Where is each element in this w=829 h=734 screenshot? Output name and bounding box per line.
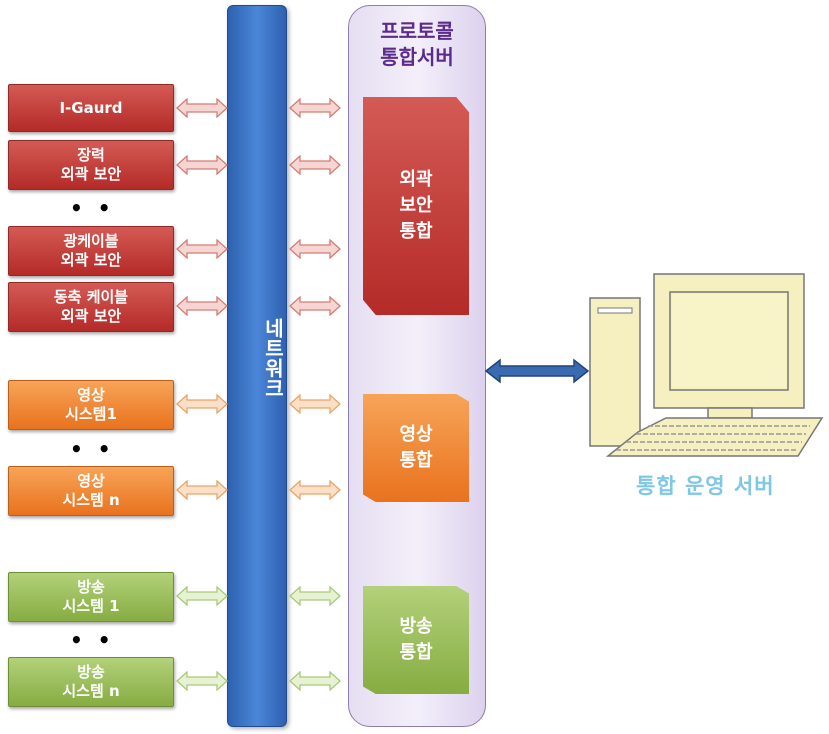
- module-label: 영상: [399, 424, 433, 445]
- device-video-system-1: 영상 시스템1: [8, 380, 174, 430]
- double-arrow-icon: [289, 98, 341, 118]
- double-arrow-icon: [289, 296, 341, 316]
- device-label: 광케이블: [63, 232, 119, 250]
- module-broadcast: 방송 통합: [363, 586, 469, 694]
- module-label: 보안: [399, 195, 433, 216]
- double-arrow-icon: [289, 671, 341, 691]
- double-arrow-icon: [176, 155, 228, 175]
- double-arrow-icon: [176, 480, 228, 500]
- device-label: 영상: [77, 472, 105, 490]
- device-label: 시스템1: [65, 405, 117, 423]
- double-arrow-icon: [176, 98, 228, 118]
- device-broadcast-system-1: 방송 시스템 1: [8, 572, 174, 622]
- module-label: 통합: [399, 642, 433, 663]
- operations-server-caption: 통합 운영 서버: [636, 474, 775, 498]
- device-label: 방송: [77, 578, 105, 596]
- double-arrow-icon: [176, 394, 228, 414]
- device-i-guard: I-Gaurd: [8, 84, 174, 132]
- module-label: 외곽: [399, 169, 433, 190]
- network-label: 네트워크: [261, 318, 285, 398]
- device-label: 시스템 n: [62, 491, 120, 509]
- double-arrow-icon: [176, 239, 228, 259]
- device-label: 외곽 보안: [60, 251, 122, 269]
- network-bar: 네트워크: [227, 5, 287, 727]
- double-arrow-icon: [289, 155, 341, 175]
- double-arrow-icon: [176, 586, 228, 606]
- module-perimeter-security: 외곽 보안 통합: [363, 97, 469, 315]
- device-video-system-n: 영상 시스템 n: [8, 466, 174, 516]
- server-title: 프로토콜 통합서버: [349, 18, 485, 70]
- device-label: 시스템 1: [62, 597, 120, 615]
- device-label: 시스템 n: [62, 682, 120, 700]
- device-label: 방송: [77, 663, 105, 681]
- double-arrow-icon: [176, 296, 228, 316]
- link-arrow: [484, 358, 590, 384]
- module-label: 통합: [399, 221, 433, 242]
- module-video: 영상 통합: [363, 394, 469, 502]
- device-label: 장력: [77, 146, 105, 164]
- module-label: 통합: [399, 450, 433, 471]
- module-label: 방송: [399, 616, 433, 637]
- double-arrow-icon: [176, 671, 228, 691]
- double-arrow-icon: [289, 480, 341, 500]
- device-label: 외곽 보안: [60, 307, 122, 325]
- double-arrow-icon: [289, 394, 341, 414]
- device-optical-cable-perimeter: 광케이블 외곽 보안: [8, 226, 174, 276]
- desktop-computer-icon: [589, 273, 824, 457]
- device-tension-perimeter: 장력 외곽 보안: [8, 140, 174, 190]
- double-arrow-icon: [289, 239, 341, 259]
- device-coaxial-cable-perimeter: 동축 케이블 외곽 보안: [8, 282, 174, 332]
- device-label: I-Gaurd: [59, 98, 123, 117]
- server-title-line: 통합서버: [380, 45, 454, 69]
- device-broadcast-system-n: 방송 시스템 n: [8, 657, 174, 707]
- device-label: 외곽 보안: [60, 165, 122, 183]
- server-title-line: 프로토콜: [380, 19, 454, 43]
- device-label: 영상: [77, 386, 105, 404]
- device-label: 동축 케이블: [53, 288, 129, 306]
- double-arrow-icon: [289, 586, 341, 606]
